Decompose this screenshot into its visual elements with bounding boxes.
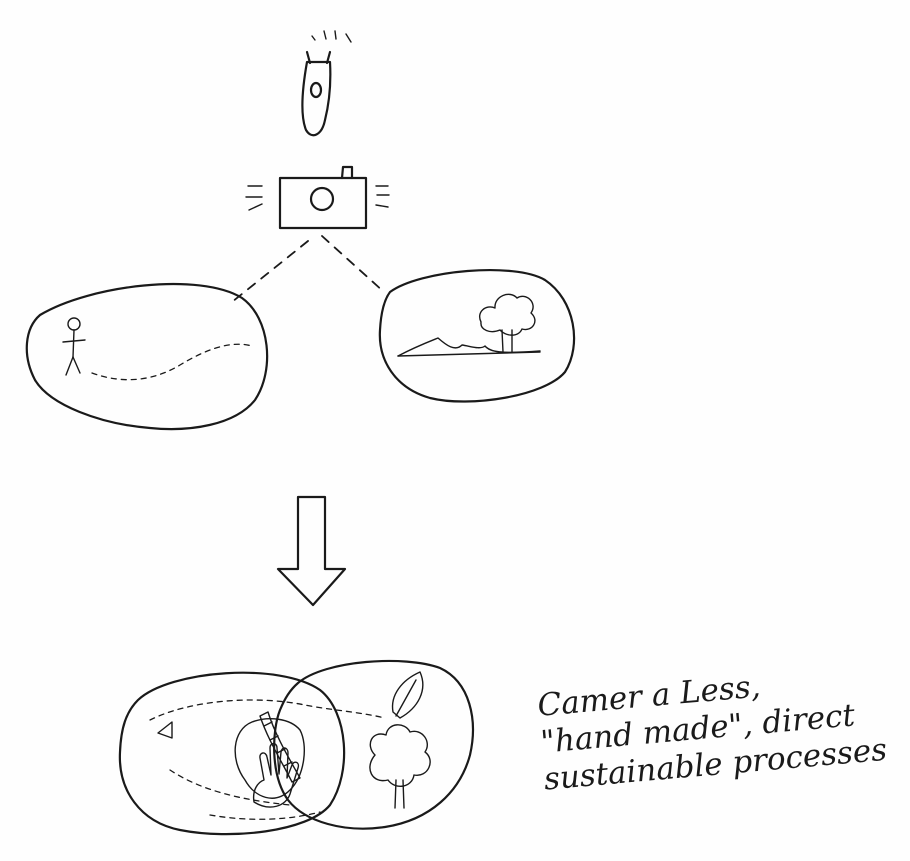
- leaf-icon: [393, 672, 423, 718]
- stick-figure-icon: [63, 318, 85, 375]
- bush-icon: [370, 725, 430, 808]
- film-strip-icon: [260, 712, 300, 782]
- landscape-icon: [398, 294, 540, 356]
- camera-icon: [280, 167, 366, 228]
- phone-signal-marks: [312, 31, 351, 42]
- down-arrow: [278, 497, 345, 605]
- dashed-connector-left: [232, 241, 308, 302]
- phone-icon: [302, 52, 330, 135]
- small-triangle-icon: [158, 722, 172, 738]
- left-dotted-path: [92, 344, 252, 379]
- dashed-connector-right: [322, 236, 384, 292]
- right-blob: [380, 270, 574, 401]
- left-blob: [27, 284, 267, 429]
- bottom-left-blob: [120, 673, 344, 834]
